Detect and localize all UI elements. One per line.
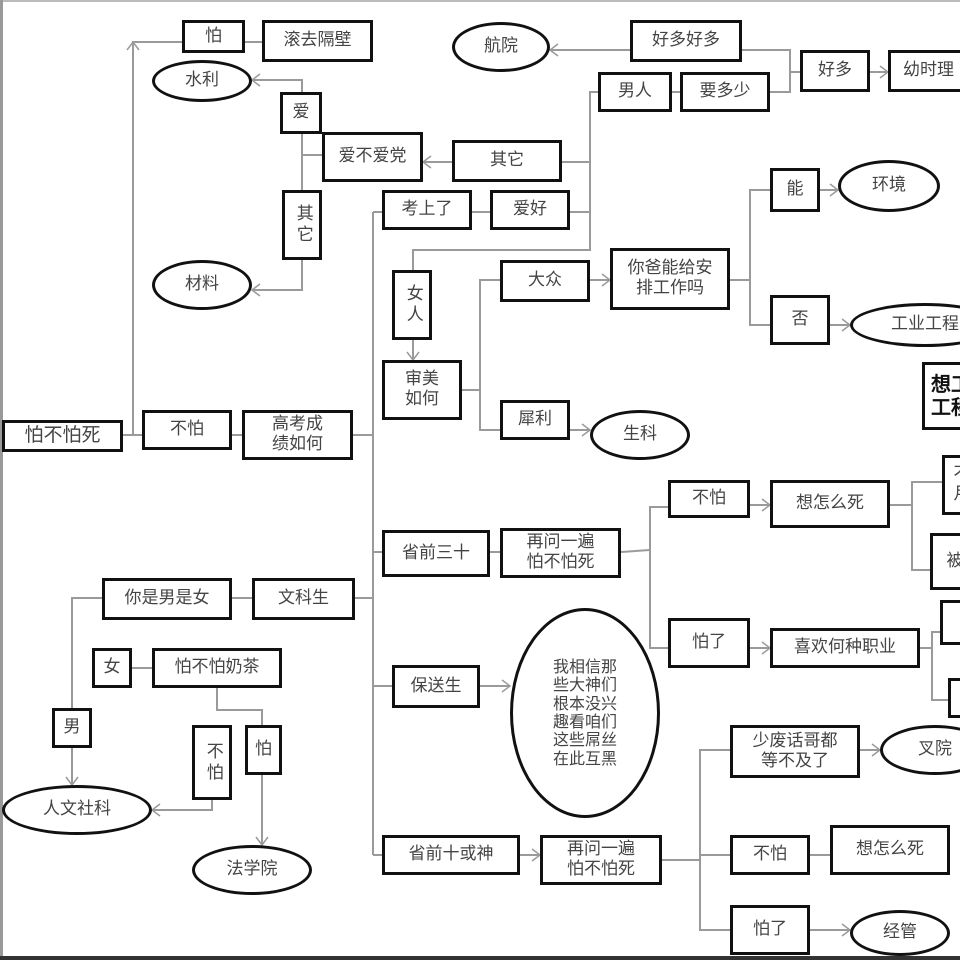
arrowhead [548, 43, 559, 57]
connector [620, 549, 651, 553]
frame-top-border [0, 0, 960, 2]
connector [911, 481, 942, 571]
node-naicha: 怕不怕奶茶 [152, 648, 282, 688]
node-bupa: 不怕 [142, 410, 232, 450]
node-hangyuan: 航院 [452, 22, 550, 72]
connector [699, 749, 730, 931]
node-gunqu-gebi: 滚去隔壁 [262, 20, 373, 62]
node-nanren: 男人 [598, 72, 672, 112]
connector [71, 597, 102, 785]
connector [749, 189, 770, 326]
node-gongye-gongcheng: 工业工程 [850, 303, 960, 347]
node-bupa-vertical: 不怕 [192, 725, 232, 800]
node-wenkesheng: 文科生 [252, 578, 355, 620]
node-nannv: 你是男是女 [102, 578, 232, 620]
node-baosong: 保送生 [392, 665, 480, 708]
node-pale-2: 怕了 [730, 905, 810, 955]
node-cailiao: 材料 [152, 260, 252, 310]
node-zaiwen-2: 再问一遍 怕不怕死 [540, 835, 662, 885]
node-chayuan: 叉院 [880, 725, 960, 775]
connector [216, 688, 263, 725]
arrowhead [250, 73, 261, 87]
connector [649, 506, 668, 649]
node-nv: 女 [92, 648, 132, 688]
node-xihuan-zhiye: 喜欢何种职业 [770, 628, 920, 668]
node-aibuaidang: 爱不爱党 [322, 132, 423, 182]
node-yaoduoshao: 要多少 [680, 72, 770, 112]
node-haoduohaoduo: 好多好多 [630, 20, 742, 62]
arrowhead [501, 679, 512, 693]
node-neng: 能 [770, 168, 820, 212]
frame-bottom-border [0, 956, 960, 960]
node-faxueyuan: 法学院 [192, 845, 312, 895]
node-nan: 男 [52, 708, 92, 748]
node-qita-vertical: 其它 [282, 190, 322, 260]
connector [132, 41, 182, 435]
node-xiangzenmesi-2: 想怎么死 [830, 825, 950, 875]
node-nibaneng: 你爸能给安 排工作吗 [610, 248, 730, 310]
node-bupa-2: 不怕 [668, 480, 750, 518]
connector [152, 800, 213, 811]
node-xiangzenmesi: 想怎么死 [770, 480, 890, 528]
node-haoduo: 好多 [800, 50, 870, 92]
node-dazhong: 大众 [500, 260, 590, 302]
node-ai: 爱 [280, 92, 322, 134]
node-cut-3 [940, 600, 960, 645]
arrowhead [150, 803, 161, 817]
arrowhead [421, 155, 432, 169]
node-pa: 怕 [182, 20, 245, 53]
node-pa-low: 怕 [245, 725, 282, 775]
connector [931, 631, 948, 701]
node-youshi: 幼时理 [888, 50, 960, 92]
node-shengqian10: 省前十或神 [382, 835, 520, 875]
node-bupa-4: 不怕 [730, 835, 810, 875]
node-zaiwen-1: 再问一遍 怕不怕死 [500, 528, 621, 578]
connector [412, 91, 598, 270]
node-shengqian30: 省前三十 [382, 530, 490, 577]
arrowhead [250, 283, 261, 297]
node-jingguan: 经管 [850, 910, 950, 956]
arrowhead [126, 40, 140, 51]
connector [252, 79, 303, 291]
node-huanjing: 环境 [838, 160, 940, 212]
node-cut-4 [948, 678, 960, 718]
node-shenmei: 审美 如何 [382, 360, 462, 420]
node-root-pabupasi: 怕不怕死 [2, 420, 123, 452]
node-gaokao: 高考成 绩如何 [242, 410, 353, 460]
frame-left-border [0, 0, 3, 960]
node-aihao: 爱好 [490, 190, 570, 230]
node-fou: 否 [770, 295, 830, 345]
node-cut-1: 不 月 [942, 455, 960, 515]
node-nvren: 女人 [392, 270, 432, 340]
node-xiang-cut: 想工 工程 [922, 362, 960, 430]
node-renwen-sheke: 人文社科 [2, 785, 152, 835]
connector [479, 279, 500, 431]
node-shaofeihua: 少废话哥都 等不及了 [730, 725, 860, 778]
node-xili: 犀利 [500, 400, 570, 440]
node-cut-2: 被 [930, 533, 960, 590]
node-qita: 其它 [452, 140, 562, 182]
node-pale: 怕了 [668, 618, 750, 668]
node-xiangxin-ellipse: 我相信那 些大神们 根本没兴 趣看咱们 这些屌丝 在此互黑 [510, 608, 660, 818]
node-shengke: 生科 [590, 410, 690, 460]
node-kaoshangle: 考上了 [382, 190, 472, 230]
node-shuili: 水利 [152, 60, 252, 102]
